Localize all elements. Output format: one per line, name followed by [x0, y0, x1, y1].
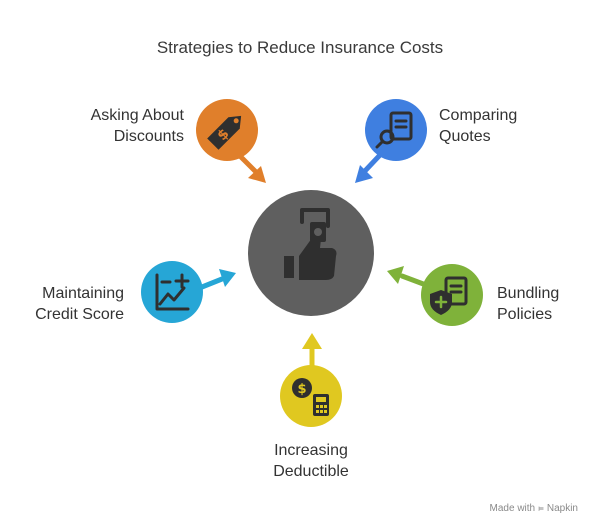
label-deductible-line2: Deductible [273, 463, 349, 480]
node-quotes-circle [365, 99, 427, 161]
node-credit-circle [141, 261, 203, 323]
arrow-credit-head [219, 269, 236, 287]
arrow-quotes [355, 152, 383, 183]
label-discounts-line2: Discounts [113, 128, 184, 145]
label-deductible-line1: Increasing [274, 442, 348, 459]
label-bundling-line2: Policies [497, 306, 553, 323]
label-quotes: Comparing Quotes [439, 105, 517, 147]
arrow-bundling [387, 266, 429, 288]
arrow-discounts-head [248, 166, 266, 183]
label-quotes-line1: Comparing [439, 107, 518, 124]
arrow-discounts [237, 153, 266, 183]
label-discounts-line1: Asking About [90, 107, 184, 124]
node-deductible-circle [280, 365, 342, 427]
price-tag-dollar-icon: $ [207, 115, 242, 150]
arrow-deductible-head [302, 333, 322, 349]
label-quotes-line2: Quotes [439, 128, 491, 145]
label-deductible: Increasing Deductible [241, 440, 381, 482]
arrow-discounts-shaft [237, 153, 261, 177]
node-bundling [421, 264, 483, 326]
watermark-prefix: Made with [489, 503, 536, 514]
label-credit-line2: Credit Score [35, 306, 124, 323]
label-discounts: Asking About Discounts [91, 105, 184, 147]
arrow-bundling-head [387, 266, 404, 284]
document-magnifier-icon [375, 111, 413, 149]
page-title: Strategies to Reduce Insurance Costs [156, 38, 444, 57]
center-hub [248, 190, 374, 316]
label-credit-line1: Maintaining [42, 285, 124, 302]
arrow-quotes-head [355, 165, 373, 183]
arrow-bundling-shaft [399, 273, 429, 288]
label-bundling-line1: Bundling [497, 285, 560, 302]
label-credit: Maintaining Credit Score [35, 283, 124, 325]
watermark: Made with ⫢ Napkin [490, 503, 578, 514]
node-discounts: $ [196, 99, 258, 161]
svg-text:$: $ [297, 382, 306, 397]
node-deductible: $ [280, 365, 342, 427]
document-shield-icon [430, 276, 468, 315]
napkin-logo-icon: ⫢ [538, 503, 544, 514]
node-quotes [365, 99, 427, 161]
watermark-brand: Napkin [546, 503, 578, 514]
arrow-credit [194, 269, 236, 292]
thumbs-up-money-icon [284, 208, 337, 280]
dollar-calculator-icon: $ [292, 378, 329, 416]
chart-plus-icon [155, 273, 190, 311]
arrow-deductible [302, 333, 322, 371]
label-bundling: Bundling Policies [497, 283, 559, 325]
arrow-quotes-shaft [360, 152, 383, 176]
node-credit [141, 261, 203, 323]
